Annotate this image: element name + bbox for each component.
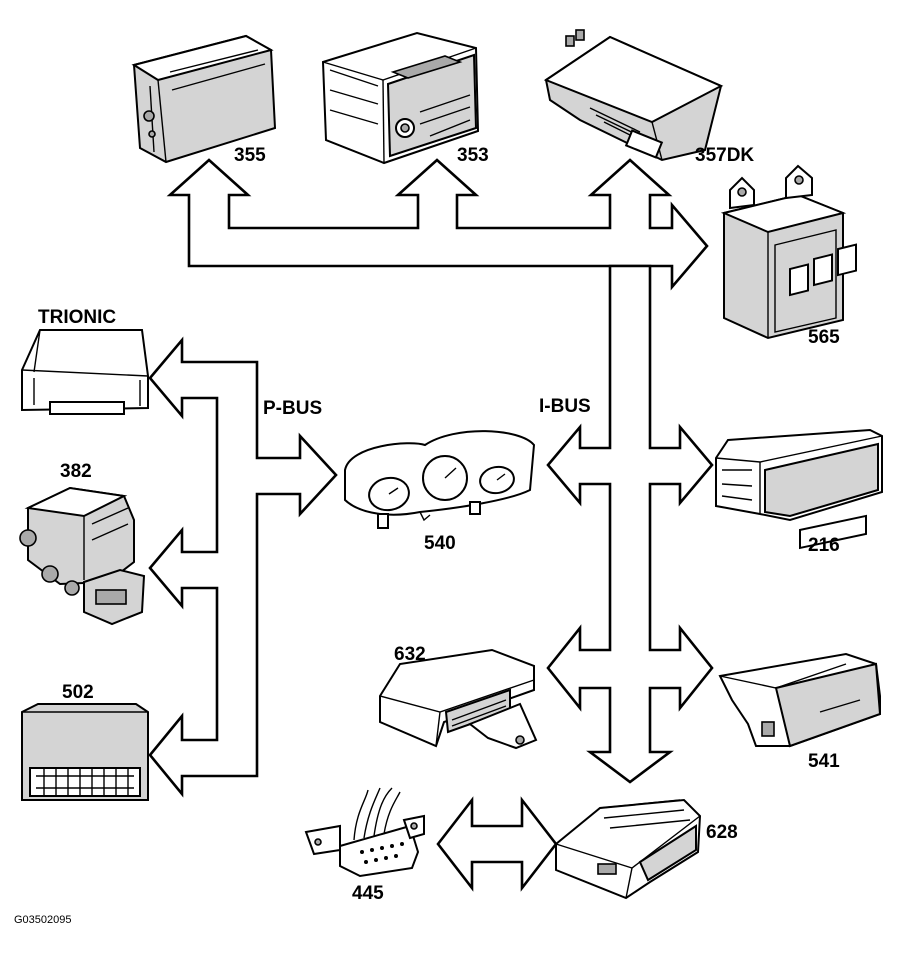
label-502: 502 xyxy=(62,682,94,703)
label-541: 541 xyxy=(808,751,840,772)
top-bus-arrow xyxy=(166,158,709,291)
label-355: 355 xyxy=(234,145,266,166)
label-565: 565 xyxy=(808,327,840,348)
device-382-abs-unit xyxy=(19,486,146,626)
label-445: 445 xyxy=(352,883,384,904)
pbus-trunk-arrow xyxy=(148,336,338,798)
label-632: 632 xyxy=(394,644,426,665)
label-p-bus: P-BUS xyxy=(263,398,322,419)
label-i-bus: I-BUS xyxy=(539,396,591,417)
device-540-instrument-cluster xyxy=(344,430,536,529)
diag-link-arrow-445-628 xyxy=(436,796,558,892)
device-565-module xyxy=(720,164,847,340)
device-trionic-ecu xyxy=(21,329,149,415)
device-541-display xyxy=(718,514,882,748)
device-502-control-module xyxy=(21,703,149,801)
label-382: 382 xyxy=(60,461,92,482)
502-connector-pins xyxy=(36,768,134,796)
label-357dk: 357DK xyxy=(695,145,754,166)
device-353-radio xyxy=(321,31,480,165)
device-445-obd-connector xyxy=(304,787,425,878)
device-357dk-module xyxy=(543,29,724,162)
figure-code: G03502095 xyxy=(14,914,72,926)
label-353: 353 xyxy=(457,145,489,166)
label-540: 540 xyxy=(424,533,456,554)
label-trionic: TRIONIC xyxy=(38,307,116,328)
label-216: 216 xyxy=(808,535,840,556)
device-632-module xyxy=(379,648,538,750)
device-216-control-panel xyxy=(715,243,883,522)
device-355-cd-changer xyxy=(131,34,277,164)
label-628: 628 xyxy=(706,822,738,843)
445-connector-pins xyxy=(360,842,404,864)
device-628-module xyxy=(555,798,702,900)
ibus-vertical-arrow xyxy=(546,264,714,784)
